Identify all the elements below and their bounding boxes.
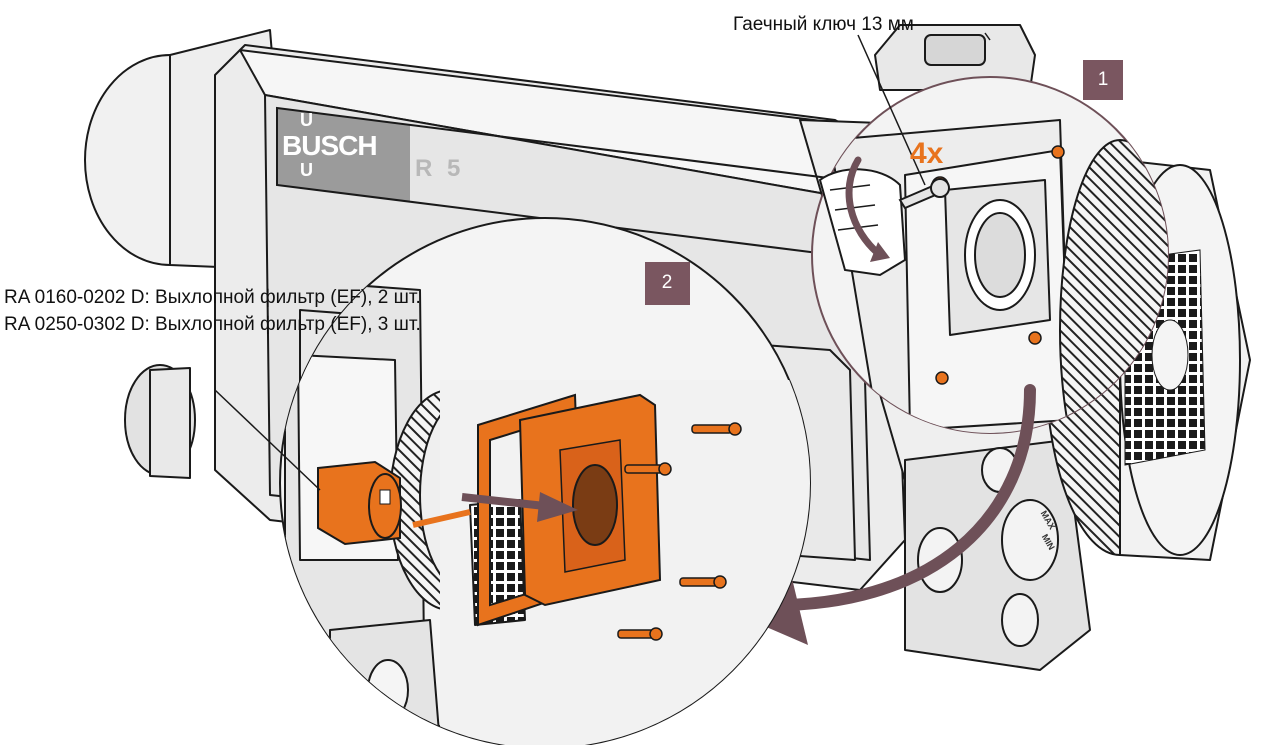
- step-marker-2: [645, 262, 690, 305]
- step-marker-1: [1083, 60, 1123, 100]
- wrench-size-label: Гаечный ключ 13 мм: [733, 14, 914, 35]
- brand-letter-top: U: [300, 110, 313, 130]
- filter-icon: [317, 460, 471, 546]
- step-number-1: 1: [1097, 69, 1109, 90]
- lower-valve-block: [904, 439, 1091, 671]
- brand-name: BUSCH: [282, 130, 378, 161]
- wrench-icon: [898, 178, 950, 210]
- straight-arrow-icon: [461, 492, 578, 522]
- brand-letter-bottom: U: [300, 160, 313, 180]
- filter-label-line-2: RA 0250-0302 D: Выхлопной фильтр (EF), 3…: [4, 314, 421, 335]
- leader-line: [214, 389, 321, 491]
- screw-icon: [617, 422, 742, 641]
- detail-circle-2: [214, 217, 811, 749]
- quantity-label: 4x: [910, 137, 944, 170]
- curved-arrow-icon: [754, 384, 1036, 612]
- curved-arrow-icon: [845, 156, 884, 259]
- leader-line: [857, 34, 926, 186]
- filter-label-line-1: RA 0160-0202 D: Выхлопной фильтр (EF), 2…: [4, 287, 421, 308]
- cover-plate-icon: [518, 393, 662, 607]
- step-number-2: 2: [661, 272, 673, 293]
- model-name: R 5: [415, 155, 465, 182]
